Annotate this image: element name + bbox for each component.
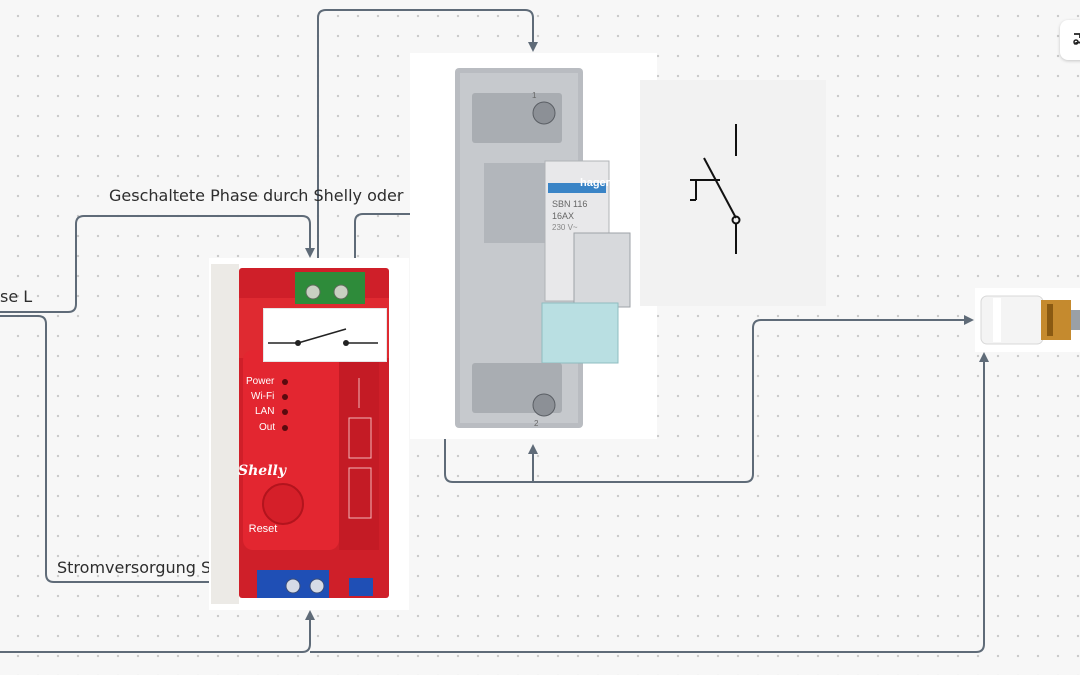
shelly-logo: Shelly [238, 463, 286, 479]
thermal-actuator[interactable] [975, 288, 1080, 352]
push-switch-icon [690, 124, 741, 254]
wire-breaker-to-actuator[interactable] [533, 315, 974, 483]
breaker-model: SBN 116 [552, 199, 588, 209]
led-lan-label: LAN [255, 406, 275, 417]
reset-label: Reset [248, 523, 278, 535]
relay-switch-symbol [263, 308, 387, 362]
wire-neutral-to-actuator[interactable] [310, 352, 989, 653]
manual-switch-symbol[interactable] [640, 80, 826, 306]
shelly-relay[interactable]: Power Wi-Fi LAN Out Shelly Reset [209, 258, 409, 610]
breaker-rating: 16AX [552, 211, 575, 221]
terminal-bottom-number: 2 [534, 419, 539, 428]
breaker-body-graphic [455, 68, 631, 428]
wire-shelly-to-breaker-top[interactable] [317, 9, 538, 258]
breaker-brand: hager [580, 177, 610, 189]
phase-label: se L [0, 287, 33, 306]
wire-phase-to-shelly-input[interactable] [0, 215, 315, 313]
actuator-graphic [980, 295, 1080, 345]
led-out-label: Out [259, 422, 276, 433]
toolbar-button[interactable] [1060, 20, 1080, 60]
shape-tool-icon [1073, 33, 1080, 45]
power-supply-label: Stromversorgung Shelly [57, 558, 250, 577]
hager-switch-disconnector[interactable]: hager SBN 116 16AX 230 V~ 1 2 [410, 53, 657, 439]
breaker-voltage: 230 V~ [552, 223, 578, 232]
wire-neutral-return[interactable] [0, 610, 315, 653]
led-power-label: Power [246, 376, 275, 387]
led-wifi-label: Wi-Fi [251, 391, 275, 402]
terminal-top-number: 1 [532, 91, 537, 100]
wire-phase-to-power-supply[interactable] [0, 315, 248, 587]
